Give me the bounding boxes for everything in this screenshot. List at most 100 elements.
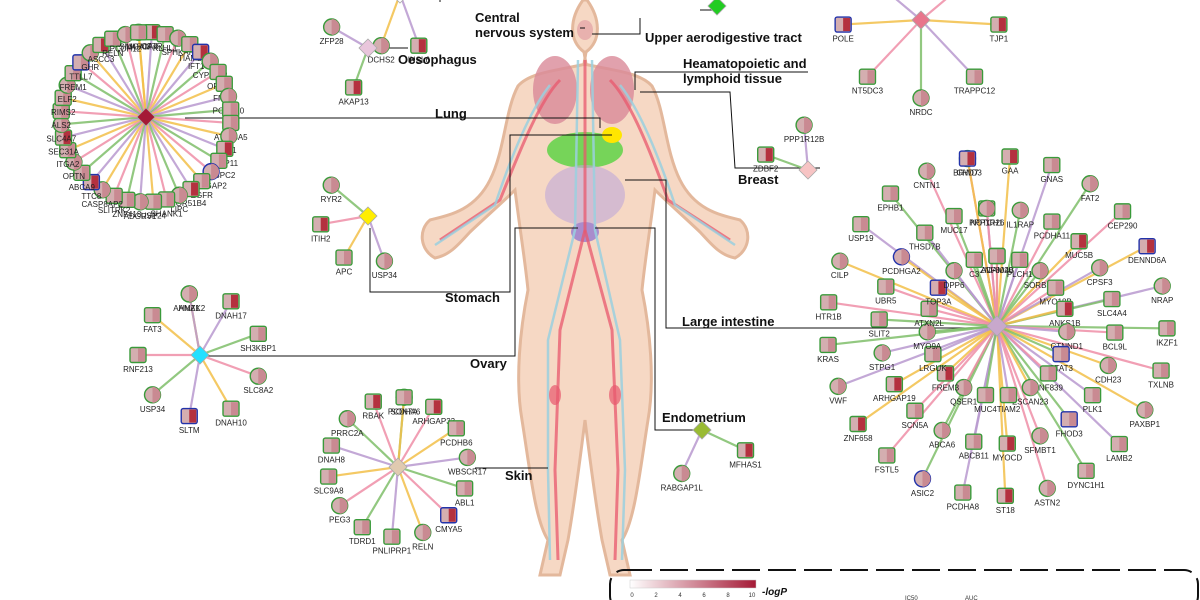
gene-node-fill xyxy=(858,417,866,431)
gene-node-bcl9l: BCL9L xyxy=(1103,324,1128,352)
gene-node-fill xyxy=(381,37,390,54)
gene-node-fill xyxy=(927,323,936,340)
leader-lung xyxy=(185,117,601,128)
organ-label-cns: nervous system xyxy=(475,25,574,40)
gene-node-fill xyxy=(138,348,145,362)
gene-node-fill xyxy=(140,193,149,210)
gene-label: MUC4 xyxy=(974,405,997,414)
gene-node-fill xyxy=(81,166,89,180)
leader-heme xyxy=(634,71,808,90)
network-edge xyxy=(188,354,202,417)
gene-label: PCDHA8 xyxy=(947,503,980,512)
gene-node-fill xyxy=(73,66,81,80)
gene-node-dennd6a: DENND6A xyxy=(1128,237,1167,265)
gene-node-fill xyxy=(838,378,847,395)
gene-label: TIAM2 xyxy=(178,54,202,63)
gene-label: PCDHA6 xyxy=(388,407,421,416)
gene-label: MUC5B xyxy=(1065,251,1093,260)
gene-label: NOTCH1 xyxy=(970,218,1003,227)
gene-label: CPSF3 xyxy=(1087,278,1113,287)
gene-node-fill xyxy=(926,163,935,180)
gene-node-paxbp1: PAXBP1 xyxy=(1130,401,1161,429)
gene-node-fill xyxy=(211,163,220,180)
gene-label: TRAPPC12 xyxy=(954,87,996,96)
gene-node-sfmbt1: SFMBT1 xyxy=(1024,427,1056,455)
gene-node-fill xyxy=(1144,401,1153,418)
gene-node-fill xyxy=(843,18,851,32)
gene-label: KLHL1 xyxy=(153,44,178,53)
network-edge xyxy=(346,417,399,468)
gene-node-amz1: AMZ1 xyxy=(179,285,200,313)
gene-node-usp34: USP34 xyxy=(372,252,398,280)
network-edge xyxy=(996,325,1071,421)
gene-node-insl6: INSL6 xyxy=(408,37,431,65)
gene-node-c3: C3 xyxy=(965,251,983,279)
gene-node-fill xyxy=(362,520,370,534)
gene-label: SEC31A xyxy=(48,148,79,157)
gene-node-stat3: STAT3 xyxy=(1049,345,1074,373)
network-edge xyxy=(857,325,998,425)
gene-node-fill xyxy=(218,154,226,168)
gene-node-fill xyxy=(1008,388,1016,402)
legend-gradient xyxy=(629,579,757,589)
gene-label: PCDHGA2 xyxy=(882,267,921,276)
gene-label: PRRC2A xyxy=(331,429,364,438)
gene-label: MUC17 xyxy=(940,226,968,235)
gene-label: SLITRK2 xyxy=(98,206,131,215)
gene-node-fill xyxy=(938,281,946,295)
gene-node-stpg1: STPG1 xyxy=(869,344,896,372)
network-edge xyxy=(996,325,1094,397)
brain xyxy=(577,20,593,40)
network-edge xyxy=(996,325,1146,411)
gene-node-top3a: TOP3A xyxy=(925,279,952,307)
gene-node-smarca4: SMARCA4 xyxy=(119,24,158,51)
gene-label: SCN5A xyxy=(902,421,929,430)
legend-tick: 4 xyxy=(678,593,682,599)
gene-label: ARHGAP33 xyxy=(412,417,455,426)
gene-node-slit2: SLIT2 xyxy=(869,311,890,338)
gene-label: MGAM xyxy=(126,42,151,51)
gene-networks: DCHS2INSL6ZFP28AKAP13ZNF462TJP1TRAPPC12N… xyxy=(46,0,1178,556)
network-edge xyxy=(144,33,167,118)
gene-label: NRDC xyxy=(909,108,932,117)
gene-label: TOP3A xyxy=(925,298,952,307)
gene-node-fat2: FAT2 xyxy=(1081,175,1100,203)
network-edge xyxy=(996,325,1032,389)
gene-label: SPHKAP xyxy=(162,48,194,57)
gene-node-fat3: FAT3 xyxy=(143,306,162,334)
gene-label: TTLL7 xyxy=(69,72,93,81)
gene-label: ABCA9 xyxy=(69,183,96,192)
network-edge xyxy=(113,116,148,197)
gene-label: DENND6A xyxy=(1128,256,1167,265)
gene-node-fill xyxy=(882,344,891,361)
network-edges xyxy=(328,397,468,537)
gene-node-slc4a7: SLC4A7 xyxy=(46,115,77,143)
network-edge xyxy=(144,37,179,118)
gene-label: ABCB11 xyxy=(959,452,990,461)
gene-node-fill xyxy=(885,280,893,294)
leader-breast xyxy=(640,91,820,169)
body-anatomy xyxy=(420,0,750,577)
gene-node-fill xyxy=(1090,175,1099,192)
gene-node-ppp1r12b: PPP1R12B xyxy=(784,116,824,144)
gene-label: INSL6 xyxy=(408,56,431,65)
gene-node-fill xyxy=(1092,388,1100,402)
gene-label: IKZF1 xyxy=(1156,338,1178,347)
gene-node-fill xyxy=(91,175,99,189)
gene-node-fill xyxy=(166,192,174,206)
gene-label: GAA xyxy=(1002,167,1020,176)
gene-label: PPP1R12B xyxy=(784,135,824,144)
gene-node-fill xyxy=(331,439,339,453)
organ-label-stomach: Stomach xyxy=(445,290,500,305)
gene-node-fill xyxy=(839,253,848,270)
gene-node-muc17: MUC17 xyxy=(940,207,968,235)
gene-label: USP19 xyxy=(848,234,874,243)
network-nodes: MGAMCFTRKLHL1SPHKAPTIAM2IFT140CYP4F12OPN… xyxy=(46,23,248,221)
network-edge xyxy=(995,259,1021,327)
gene-label: LAMB2 xyxy=(1106,454,1133,463)
gene-label: USP34 xyxy=(372,271,398,280)
gene-label: SHANK1 xyxy=(151,209,184,218)
gene-label: ZFP28 xyxy=(320,37,345,46)
